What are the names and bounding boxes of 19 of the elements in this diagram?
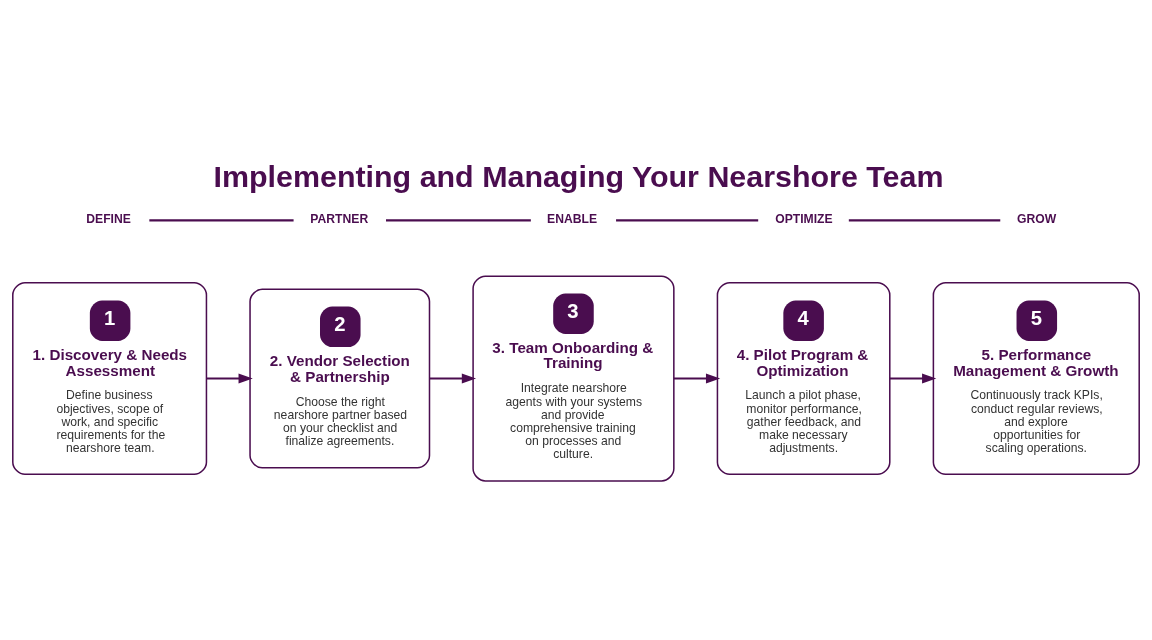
connector [616, 218, 759, 221]
arrow [206, 373, 253, 384]
node-box: 2 2. Vendor Selection & Partnership Choose the right nearshore partner based on your checklist and finalize agreements. [249, 288, 431, 468]
arrow [673, 373, 721, 384]
node-text: OPTIMIZE [775, 211, 833, 226]
node-text: DEFINE [86, 211, 131, 226]
node-box: 4 4. Pilot Program & Optimization Launch a pilot phase, monitor performance, gather feedback, and make necessary adjustments. [716, 281, 891, 475]
diagram-title: Implementing and Managing Your Nearshore Team [213, 158, 944, 193]
connector [149, 218, 294, 221]
node-text: PARTNER [310, 211, 369, 226]
node-text: ENABLE [547, 211, 598, 226]
node-box: 1 1. Discovery & Needs Assessment Define business objectives, scope of work, and specific requirements for the nearshore team. [12, 281, 208, 475]
node-text: GROW [1017, 211, 1057, 226]
arrow [889, 373, 937, 384]
node-box: 3 3. Team Onboarding & Training Integrate nearshore agents with your systems and provide comprehensive training on processes and culture. [472, 274, 675, 482]
connector [848, 218, 1001, 221]
arrow [429, 373, 477, 384]
connector [386, 218, 531, 221]
node-box: 5 5. Performance Management & Growth Continuously track KPIs, conduct regular reviews, and explore opportunities for scaling operations. [932, 281, 1140, 475]
